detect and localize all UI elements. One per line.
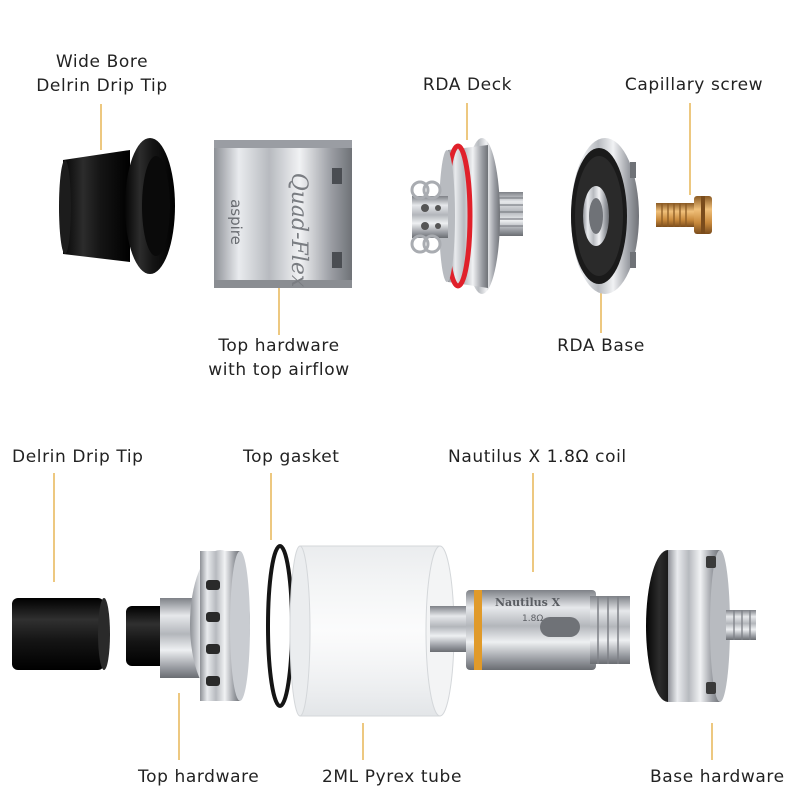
coil-name-engraving: Nautilus X <box>495 596 561 609</box>
top-hardware-airflow-part: aspire Quad-Flex <box>214 140 352 288</box>
nautilus-coil-part: Nautilus X 1.8Ω <box>430 590 630 670</box>
rda-deck-part <box>410 138 523 294</box>
label-capillary-screw: Capillary screw <box>624 75 764 95</box>
aspire-engraving: aspire <box>227 199 245 245</box>
top-gasket-part <box>266 544 294 708</box>
label-base-hardware: Base hardware <box>650 767 785 787</box>
label-top-hw-line2: with top airflow <box>208 360 350 380</box>
label-rda-deck: RDA Deck <box>422 75 513 95</box>
label-top-hw-line1: Top hardware <box>218 336 340 356</box>
top-hardware-part <box>126 550 250 701</box>
label-top-gasket: Top gasket <box>243 447 340 467</box>
capillary-screw-part <box>656 196 712 234</box>
label-wide-bore-line1: Wide Bore <box>55 52 149 72</box>
label-nautilus-coil: Nautilus X 1.8Ω coil <box>448 447 627 467</box>
base-hardware-part <box>646 550 756 702</box>
quadflex-engraving: Quad-Flex <box>286 173 311 288</box>
label-top-hardware-airflow: Top hardware with top airflow <box>180 334 378 382</box>
label-wide-bore-line2: Delrin Drip Tip <box>36 76 168 96</box>
coil-ohm-engraving: 1.8Ω <box>522 614 543 624</box>
rda-base-part <box>571 138 639 294</box>
leader-lines <box>53 103 713 760</box>
label-top-hardware: Top hardware <box>138 767 260 787</box>
label-pyrex-tube: 2ML Pyrex tube <box>322 767 463 787</box>
delrin-drip-tip-part <box>12 598 110 670</box>
label-wide-bore-drip-tip: Wide Bore Delrin Drip Tip <box>2 50 202 98</box>
pyrex-tube-part <box>289 545 455 717</box>
label-delrin-drip-tip: Delrin Drip Tip <box>12 447 144 467</box>
label-rda-base: RDA Base <box>557 336 645 356</box>
wide-bore-drip-tip-part <box>59 138 175 274</box>
